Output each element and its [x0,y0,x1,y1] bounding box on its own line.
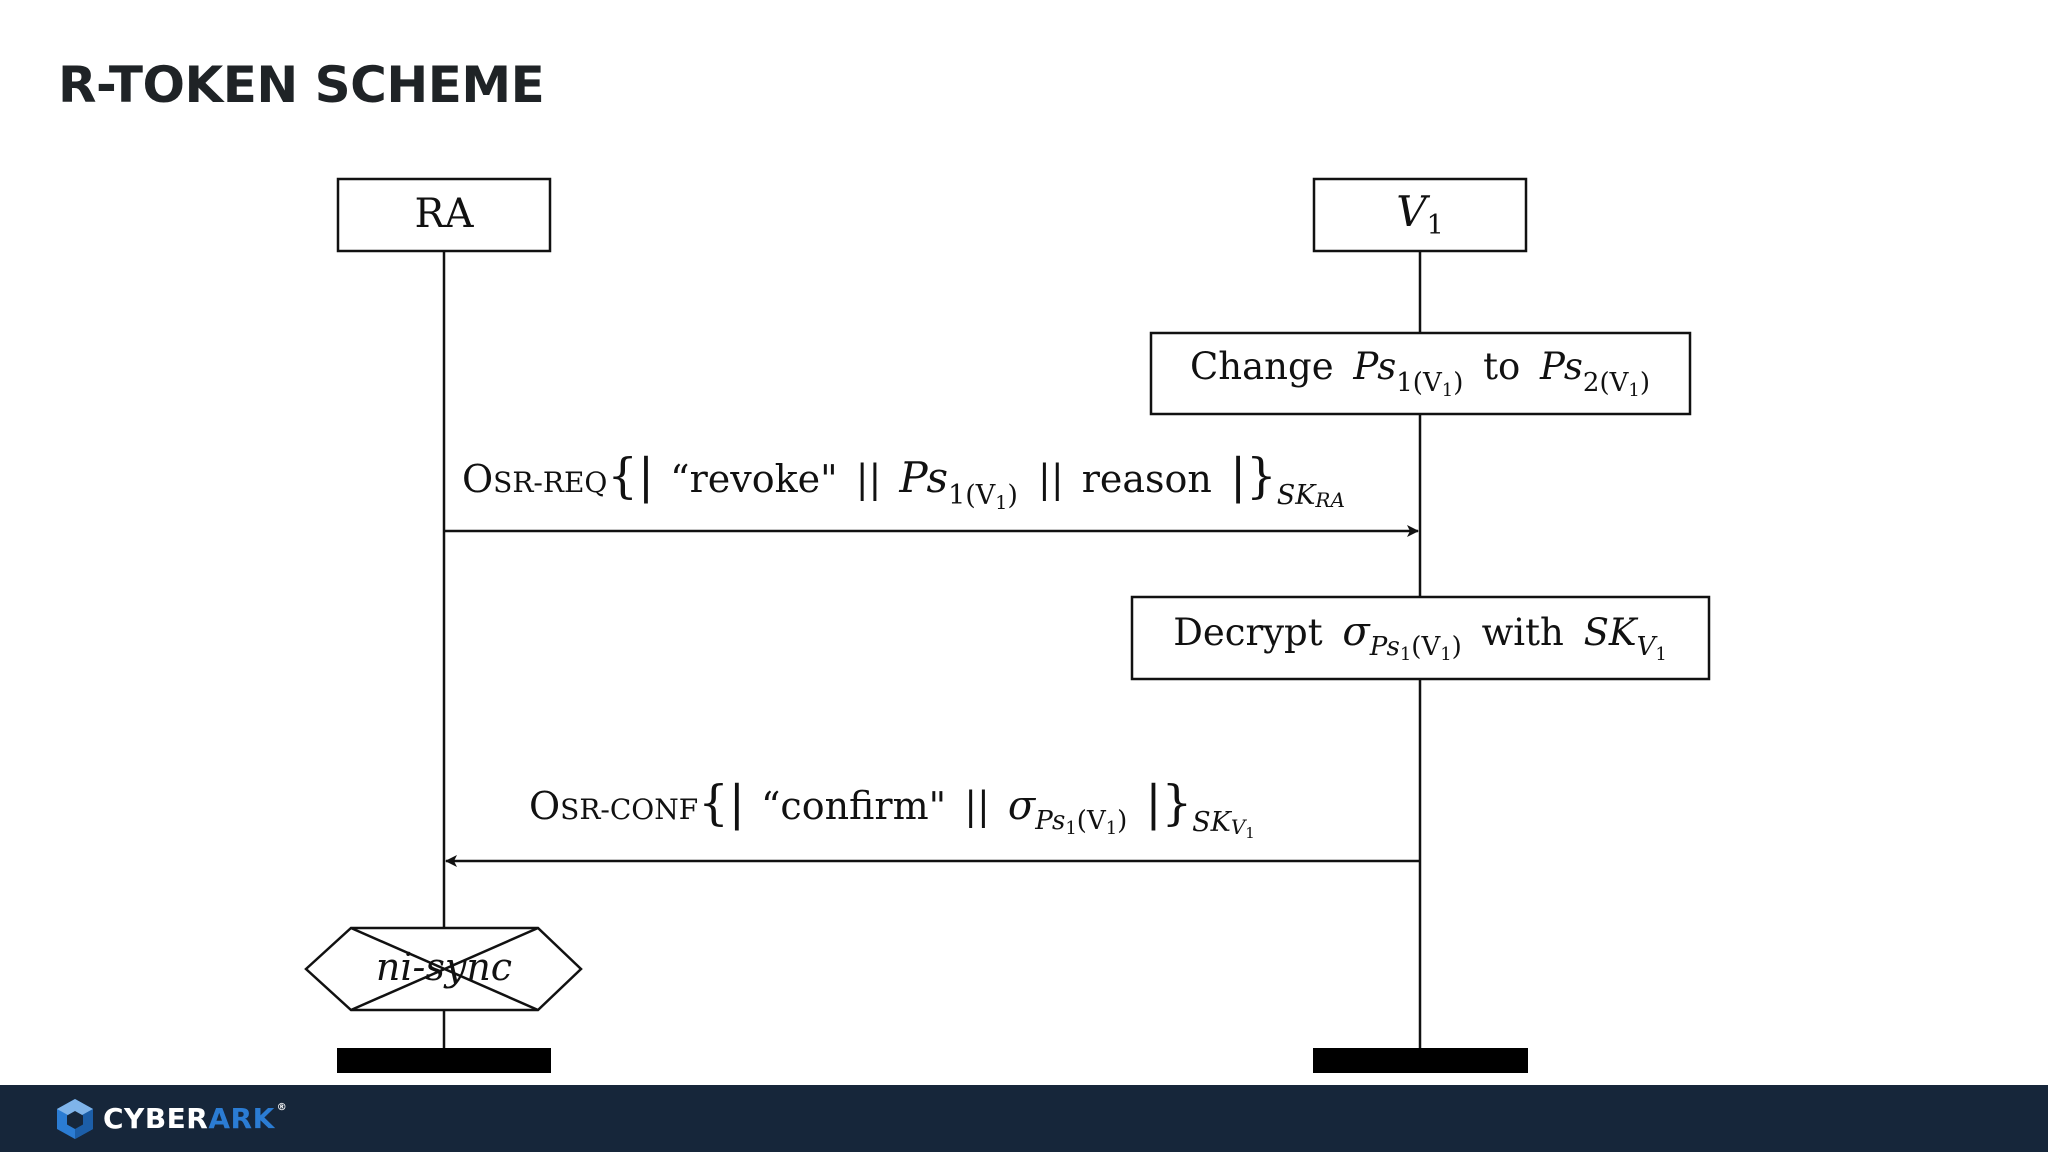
message-label-conf: OSR-CONF{| “confirm" || σPs1(V1) |}SKV1 [529,775,1255,842]
cyberark-logo-icon [57,1099,93,1139]
message-label-req: OSR-REQ{| “revoke" || Ps1(V1) || reason … [462,448,1345,514]
actor-label-ra: RA [414,191,474,237]
slide-title: R-TOKEN SCHEME [58,56,545,114]
action-label-change: Change Ps1(V1) to Ps2(V1) [1190,345,1650,401]
footer-bar: CYBERARK® [0,1085,2048,1152]
registered-mark: ® [276,1102,288,1113]
sequence-diagram: RA V1 Change Ps1(V1) to Ps2(V1) OSR-REQ{… [304,177,1711,1073]
action-box-change [1149,331,1692,416]
brand-cyber: CYBER [103,1102,209,1135]
action-box-decrypt [1130,595,1711,681]
actor-box-ra [336,177,552,253]
action-label-decrypt: Decrypt σPs1(V1) with SKV1 [1173,609,1667,665]
lifeline-end-v1 [1313,1048,1528,1073]
lifeline-end-ra [337,1048,551,1073]
sync-cross-line-2 [350,926,539,1012]
sync-label: ni-sync [376,945,512,989]
brand-ark: ARK [208,1102,275,1135]
actor-label-v1: V1 [1396,187,1444,241]
brand-wordmark: CYBERARK® [103,1102,287,1135]
